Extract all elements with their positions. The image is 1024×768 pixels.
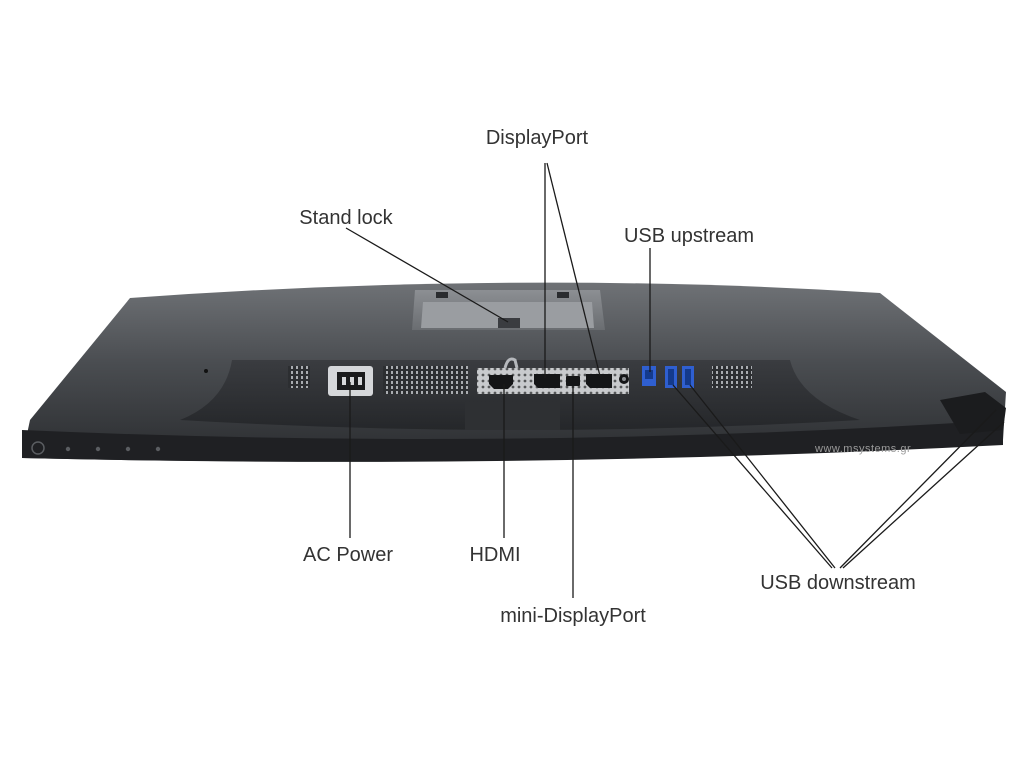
label-hdmi: HDMI — [469, 544, 520, 566]
leader-usb-downstream-4 — [842, 421, 1005, 569]
front-buttons — [31, 441, 161, 455]
power-button-icon — [31, 441, 45, 455]
leader-stand-lock — [345, 227, 509, 323]
label-usb-downstream: USB downstream — [760, 572, 916, 594]
hdmi-port — [489, 375, 513, 389]
mini-displayport-port — [566, 376, 580, 386]
leader-displayport-2 — [546, 162, 601, 377]
stand-lock-latch — [498, 318, 520, 328]
ports — [328, 357, 694, 396]
label-displayport: DisplayPort — [486, 127, 589, 149]
cable-hook — [503, 357, 519, 369]
displayport-port-1 — [534, 374, 560, 388]
leader-lines — [345, 162, 1005, 598]
vent-grill-left — [288, 366, 310, 388]
cable-cover-slot — [465, 402, 560, 430]
label-stand-lock: Stand lock — [299, 207, 393, 229]
sensor-dot — [204, 369, 208, 373]
label-usb-upstream: USB upstream — [624, 225, 754, 247]
watermark: www.msystems.gr — [814, 443, 911, 455]
stand-mount-plate — [412, 290, 605, 330]
leader-usb-downstream-3 — [839, 409, 997, 569]
vent-grill-center — [383, 366, 468, 394]
label-ac-power: AC Power — [303, 544, 393, 566]
leader-usb-downstream-2 — [689, 384, 836, 569]
label-mini-displayport: mini-DisplayPort — [500, 605, 646, 627]
displayport-port-2 — [586, 374, 612, 388]
vent-grill-right — [712, 366, 752, 388]
leader-usb-downstream-1 — [672, 384, 833, 569]
